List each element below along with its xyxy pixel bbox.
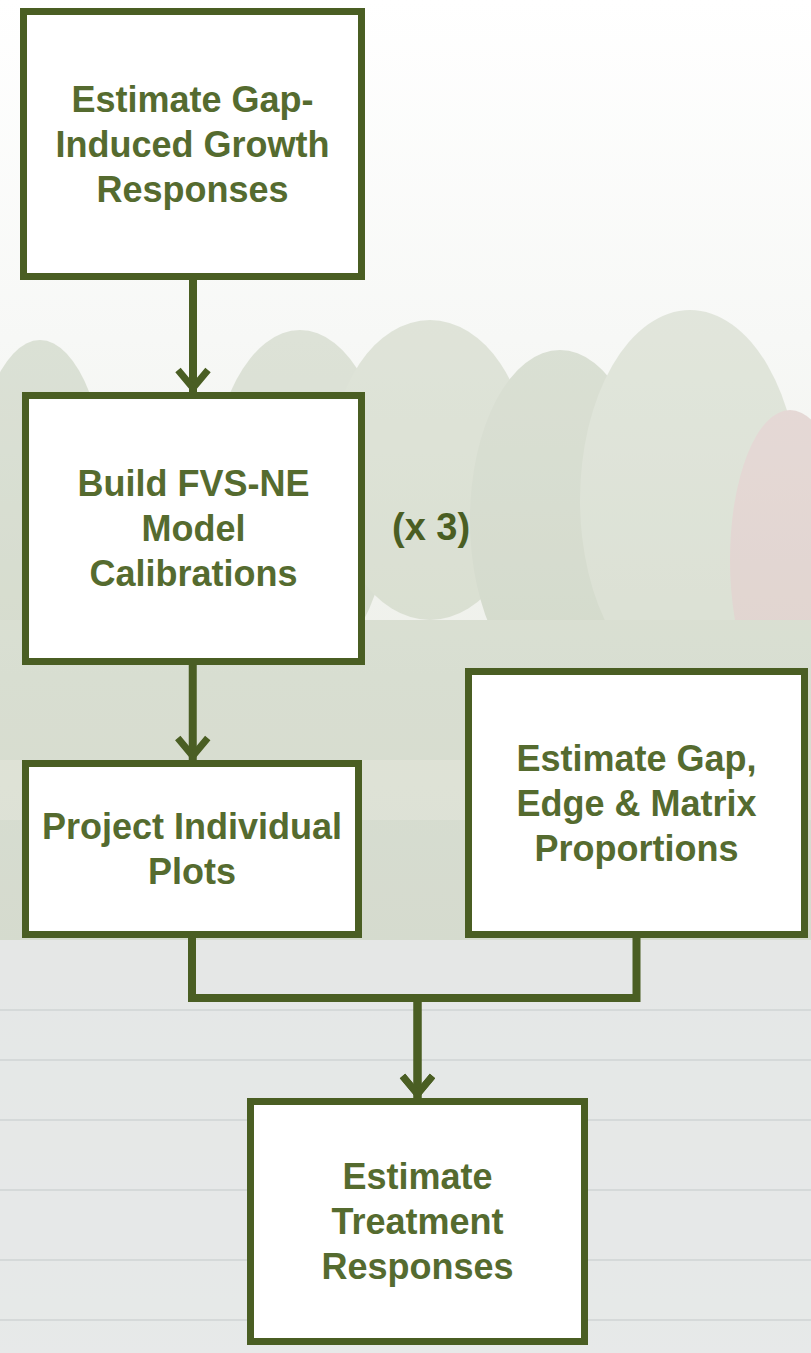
process-box: Estimate Gap, Edge & Matrix Proportions (465, 668, 808, 938)
text-stack: Estimate Treatment Responses (254, 1154, 581, 1289)
process-box: Project Individual Plots (22, 760, 362, 938)
flow-arrow (192, 938, 418, 1094)
process-box: Estimate Gap-Induced Growth Responses (20, 8, 365, 280)
process-box: Estimate Treatment Responses (247, 1098, 588, 1345)
water-ripples (0, 1010, 811, 1320)
text-stack: Estimate Gap-Induced Growth Responses (27, 77, 358, 212)
process-box: Build FVS-NE Model Calibrations (22, 392, 365, 665)
multiplier-label: (x 3) (392, 506, 470, 549)
text-stack: Estimate Gap, Edge & Matrix Proportions (472, 736, 801, 871)
text-stack: Build FVS-NE Model Calibrations (29, 461, 358, 596)
box-text: Build FVS-NE Model Calibrations (29, 461, 358, 596)
text-stack: Project Individual Plots (29, 804, 355, 894)
box-text: Project Individual Plots (29, 804, 355, 894)
flow-arrow (418, 938, 637, 1094)
box-text: Estimate Gap-Induced Growth Responses (27, 77, 358, 212)
flow-arrow (189, 280, 197, 388)
tree-line (0, 310, 811, 940)
box-text: Estimate Gap, Edge & Matrix Proportions (472, 736, 801, 871)
flow-arrow (189, 665, 197, 756)
box-text: Estimate Treatment Responses (254, 1154, 581, 1289)
